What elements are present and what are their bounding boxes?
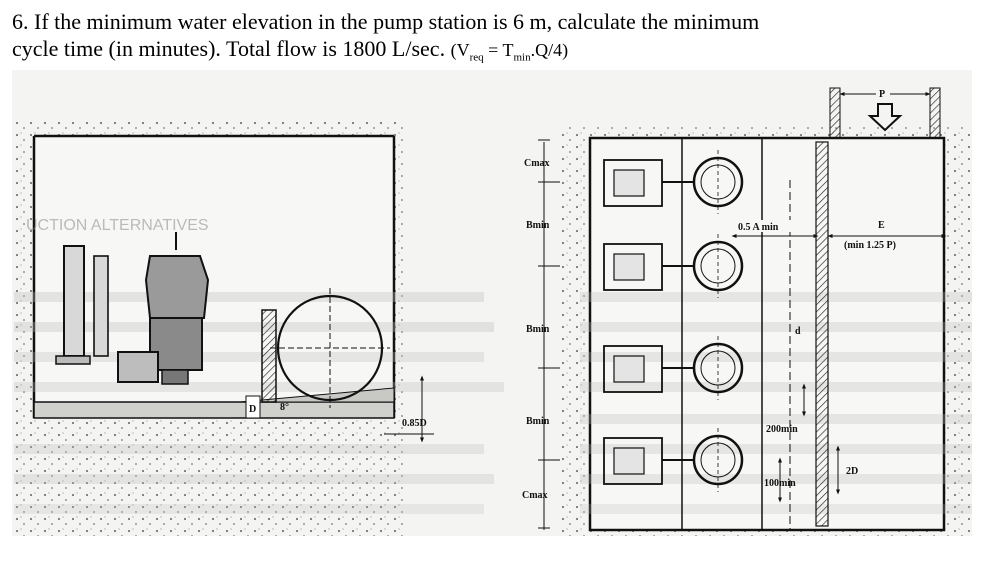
label-d-small: d [795,326,801,337]
floor-slope [239,387,395,403]
label-2d: 2D [846,466,858,477]
discharge-pipe [55,245,109,365]
label-bmin-2: Bmin [526,324,550,335]
pump-unit-1 [603,150,744,214]
baffle-wall [261,309,277,403]
formula-eq: = T [483,40,514,60]
question-line-2-text: cycle time (in minutes). Total flow is 1… [12,36,446,61]
question-line-1: 6. If the minimum water elevation in the… [12,9,760,34]
label-100min: 100min [764,478,796,489]
label-p: P [879,89,885,100]
inflow-arrow-icon [867,103,903,132]
question-text: 6. If the minimum water elevation in the… [12,8,982,72]
pump-unit-2 [603,234,744,298]
left-well-interior [34,136,394,418]
pump-unit-4 [603,428,744,492]
inflow-pipe-section [270,288,390,408]
label-200min: 200min [766,424,798,435]
inlet-wall-right [929,87,941,139]
plan-baffle-wall [815,141,829,527]
plan-view: P Cmax Bmin Bmin Bmin Cmax 0.5 A min E (… [522,87,972,536]
pump-station-figure: UCTION ALTERNATIVES D 8° [12,70,972,536]
cycle-formula: (Vreq = Tmin.Q/4) [450,40,569,64]
label-angle: 8° [280,402,289,413]
label-e: E [878,220,885,231]
label-cmax-top: Cmax [524,158,550,169]
formula-tail: .Q/4) [530,40,569,60]
label-half-a-min: 0.5 A min [738,222,779,233]
label-e-min: (min 1.25 P) [844,240,896,251]
question-line-2: cycle time (in minutes). Total flow is 1… [12,35,982,72]
pump-unit-3 [603,336,744,400]
label-bmin-3: Bmin [526,416,550,427]
faded-heading: UCTION ALTERNATIVES [26,217,209,234]
d-marker-box [245,395,261,419]
formula-t-sub: min [513,51,531,64]
label-085d: 0.85D [402,418,427,429]
submersible-pump [117,232,210,385]
well-floor [33,401,395,419]
left-cross-section: UCTION ALTERNATIVES D 8° [12,122,504,536]
label-d: D [249,404,256,415]
label-bmin-1: Bmin [526,220,550,231]
plan-well-outline [588,136,946,532]
inlet-wall-left [829,87,841,139]
formula-v-sub: req [469,51,484,64]
label-cmax-bottom: Cmax [522,490,548,501]
formula-open: (V [450,40,470,60]
